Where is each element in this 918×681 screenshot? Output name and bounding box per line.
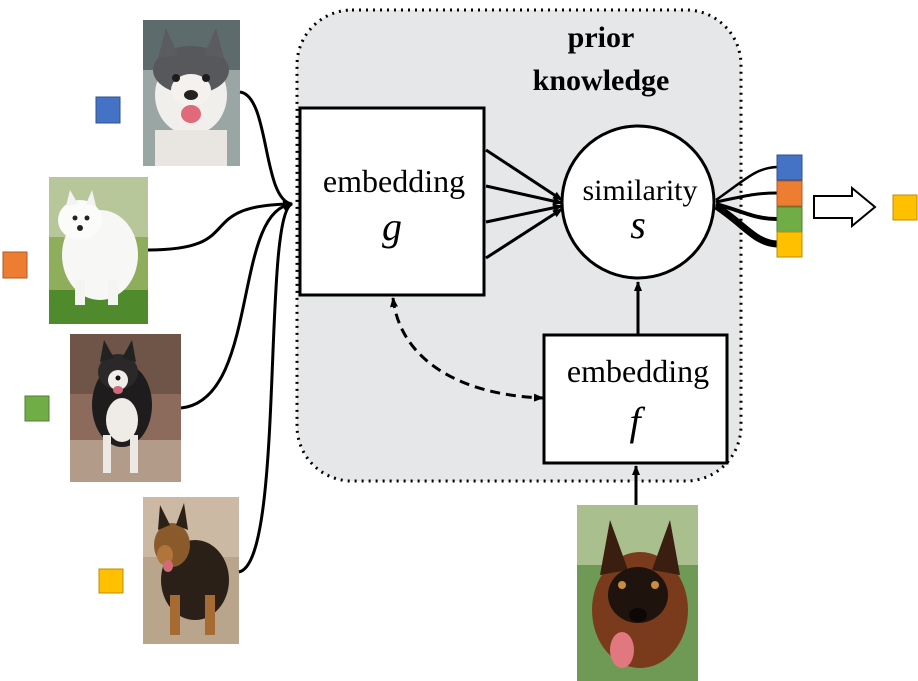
score-connector-yellow <box>714 203 778 248</box>
embedding-f-box <box>542 333 729 465</box>
embedding-g-symbol: g <box>382 204 402 249</box>
connector-image-3 <box>180 200 293 410</box>
score-square-orange <box>776 180 803 207</box>
embedding-f-label: embedding <box>567 353 709 389</box>
class-square-blue <box>95 96 121 124</box>
query-image <box>577 505 698 681</box>
score-connector-green <box>715 202 778 221</box>
score-connectors <box>714 165 778 248</box>
score-connector-blue <box>715 165 778 202</box>
connector-image-2 <box>147 200 293 252</box>
embedding-g-box <box>298 106 486 297</box>
prior-knowledge-label-line1: prior <box>568 21 635 54</box>
connector-image-4 <box>238 202 293 574</box>
similarity-label: similarity <box>583 174 698 207</box>
g-to-s-arrows <box>485 148 563 260</box>
connector-image-1 <box>239 90 293 207</box>
class-square-green <box>24 395 50 422</box>
support-connectors <box>147 90 293 574</box>
g-f-shared-link <box>390 297 544 402</box>
score-connector-orange <box>715 191 778 204</box>
score-square-yellow <box>776 231 803 258</box>
score-square-green <box>776 206 803 233</box>
embedding-g-label: embedding <box>323 163 465 199</box>
predicted-class-square <box>892 194 918 221</box>
similarity-s-node <box>560 124 716 280</box>
prediction-arrow <box>813 185 877 229</box>
similarity-symbol: s <box>630 202 646 247</box>
support-image-1 <box>143 20 240 166</box>
score-square-blue <box>776 154 803 181</box>
class-square-yellow <box>98 568 124 594</box>
support-image-4 <box>143 497 239 644</box>
support-image-3 <box>70 334 181 482</box>
support-image-2 <box>49 177 148 324</box>
class-square-orange <box>2 251 28 279</box>
prior-knowledge-label-line2: knowledge <box>533 64 670 97</box>
